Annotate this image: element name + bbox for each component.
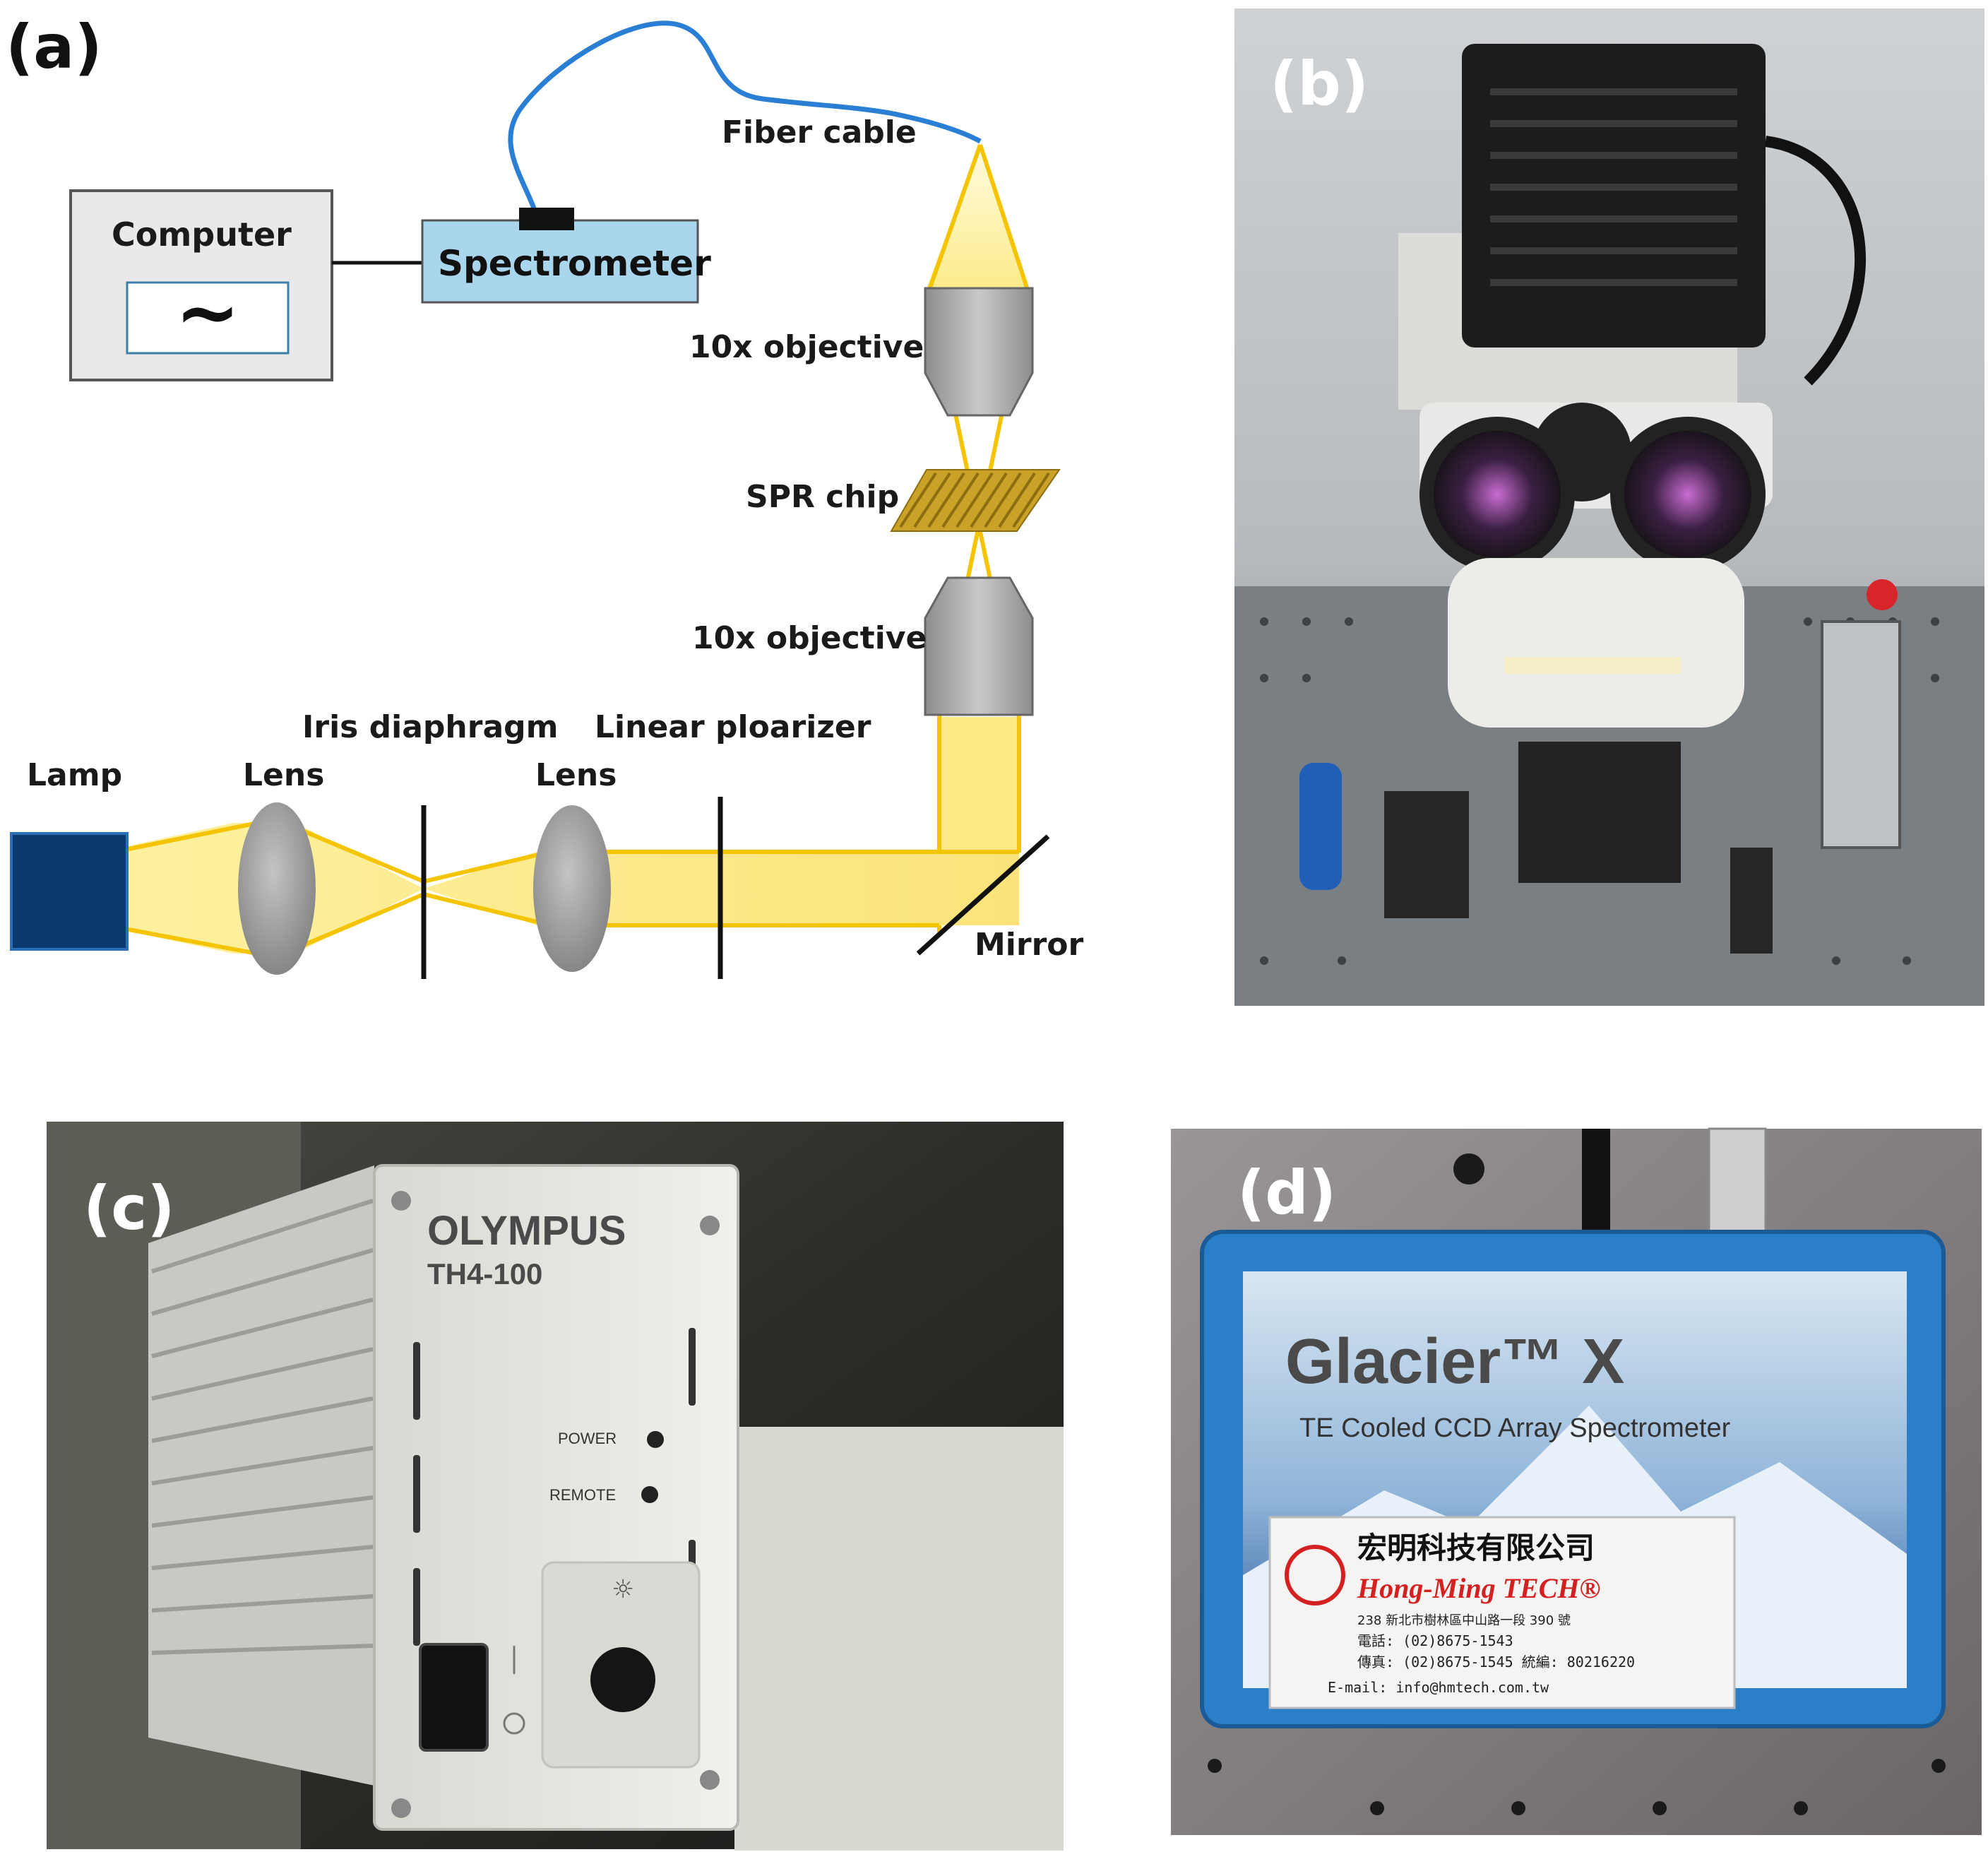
off-marker-icon [503, 1712, 525, 1735]
lamp-icon [10, 832, 129, 951]
panel-b: (b) [1234, 8, 1984, 1006]
lens-right-icon [533, 805, 611, 972]
scale-strip [1504, 657, 1681, 674]
mount-hole [1453, 1153, 1484, 1185]
linear-polarizer-label: Linear ploarizer [595, 709, 871, 745]
spr-chip-label: SPR chip [746, 479, 899, 515]
brightness-dial[interactable] [590, 1647, 655, 1712]
microscope-body [1448, 558, 1744, 728]
model-number: TH4-100 [427, 1257, 542, 1290]
blue-cylinder [1299, 763, 1342, 890]
mirror-icon [916, 834, 1050, 956]
remote-led-icon [641, 1486, 658, 1503]
mount-right [1730, 848, 1773, 954]
power-box-ribs [151, 1199, 374, 1655]
camera-cable [1764, 136, 1866, 386]
power-indicator-label: POWER [558, 1430, 617, 1447]
waveform-icon: ~ [175, 267, 240, 357]
lens-left-label: Lens [243, 757, 324, 793]
panel-letter-b: (b) [1270, 49, 1369, 119]
brightness-icon: ☼ [612, 1575, 634, 1604]
panel-a: (a) Fiber cable Computer ~ Spectrometer [6, 12, 1083, 979]
spectrometer-label: Spectrometer [438, 243, 711, 284]
red-knob [1867, 579, 1898, 610]
objective-top [924, 287, 1034, 417]
panel-letter-c: (c) [83, 1173, 175, 1244]
fiber-connector [519, 208, 574, 230]
spr-chip [890, 469, 1061, 532]
company-address: 238 新北市樹林區中山路一段 390 號 [1357, 1613, 1571, 1628]
panel-letter-d: (d) [1237, 1158, 1336, 1228]
company-sticker [1268, 1516, 1736, 1709]
company-email: E-mail: info@hmtech.com.tw [1328, 1679, 1549, 1696]
power-box-side [148, 1165, 374, 1786]
glacier-product-name: Glacier™ X [1285, 1326, 1624, 1397]
company-name-cn: 宏明科技有限公司 [1357, 1531, 1595, 1565]
company-fax: 傳真: (02)8675-1545 統編: 80216220 [1357, 1654, 1635, 1670]
power-cable-d [1582, 1129, 1610, 1249]
camera-vents [1490, 88, 1737, 286]
camera-body [1462, 44, 1766, 348]
fiber-cable [508, 20, 982, 213]
white-housing-c [734, 1427, 1064, 1851]
screw-icon [700, 1770, 720, 1790]
remote-indicator-label: REMOTE [549, 1486, 616, 1504]
stage [1518, 742, 1681, 883]
company-name-en: Hong-Ming TECH® [1357, 1572, 1600, 1604]
collection-cone [927, 145, 1028, 288]
mirror-label: Mirror [975, 927, 1083, 963]
company-phone: 電話: (02)8675-1543 [1357, 1632, 1513, 1649]
mount-left [1384, 791, 1469, 918]
eyepiece-left-icon [1419, 417, 1575, 572]
lens-right-label: Lens [535, 757, 617, 793]
spectrometer-box [421, 219, 699, 304]
objective-bottom [924, 576, 1034, 716]
panel-d: Glacier™ X TE Cooled CCD Array Spectrome… [1171, 1127, 1982, 1835]
post-holder [1821, 620, 1901, 849]
vertical-beam-lower [938, 717, 1019, 853]
usb-cable-d [1708, 1127, 1767, 1236]
glacier-subtitle: TE Cooled CCD Array Spectrometer [1299, 1413, 1731, 1443]
iris-diaphragm-label: Iris diaphragm [302, 709, 558, 745]
panel-c: OLYMPUS TH4-100 POWER REMOTE ☼ (c) [47, 1122, 1064, 1851]
eyepiece-right-icon [1610, 417, 1766, 572]
fiber-cable-label: Fiber cable [722, 114, 917, 150]
computer-label: Computer [112, 215, 292, 254]
objective-bottom-label: 10x objective [692, 620, 927, 656]
power-switch[interactable] [419, 1643, 489, 1752]
computer-screen [126, 281, 290, 355]
screw-icon [391, 1191, 411, 1211]
power-led-icon [647, 1431, 664, 1448]
lens-left-icon [238, 802, 316, 975]
olympus-brand: OLYMPUS [427, 1208, 626, 1254]
lamp-label: Lamp [27, 757, 122, 793]
panel-letter-a: (a) [6, 12, 102, 83]
objective-top-label: 10x objective [689, 329, 924, 365]
screw-icon [700, 1216, 720, 1235]
screw-icon [391, 1798, 411, 1818]
company-logo-icon [1285, 1545, 1345, 1605]
